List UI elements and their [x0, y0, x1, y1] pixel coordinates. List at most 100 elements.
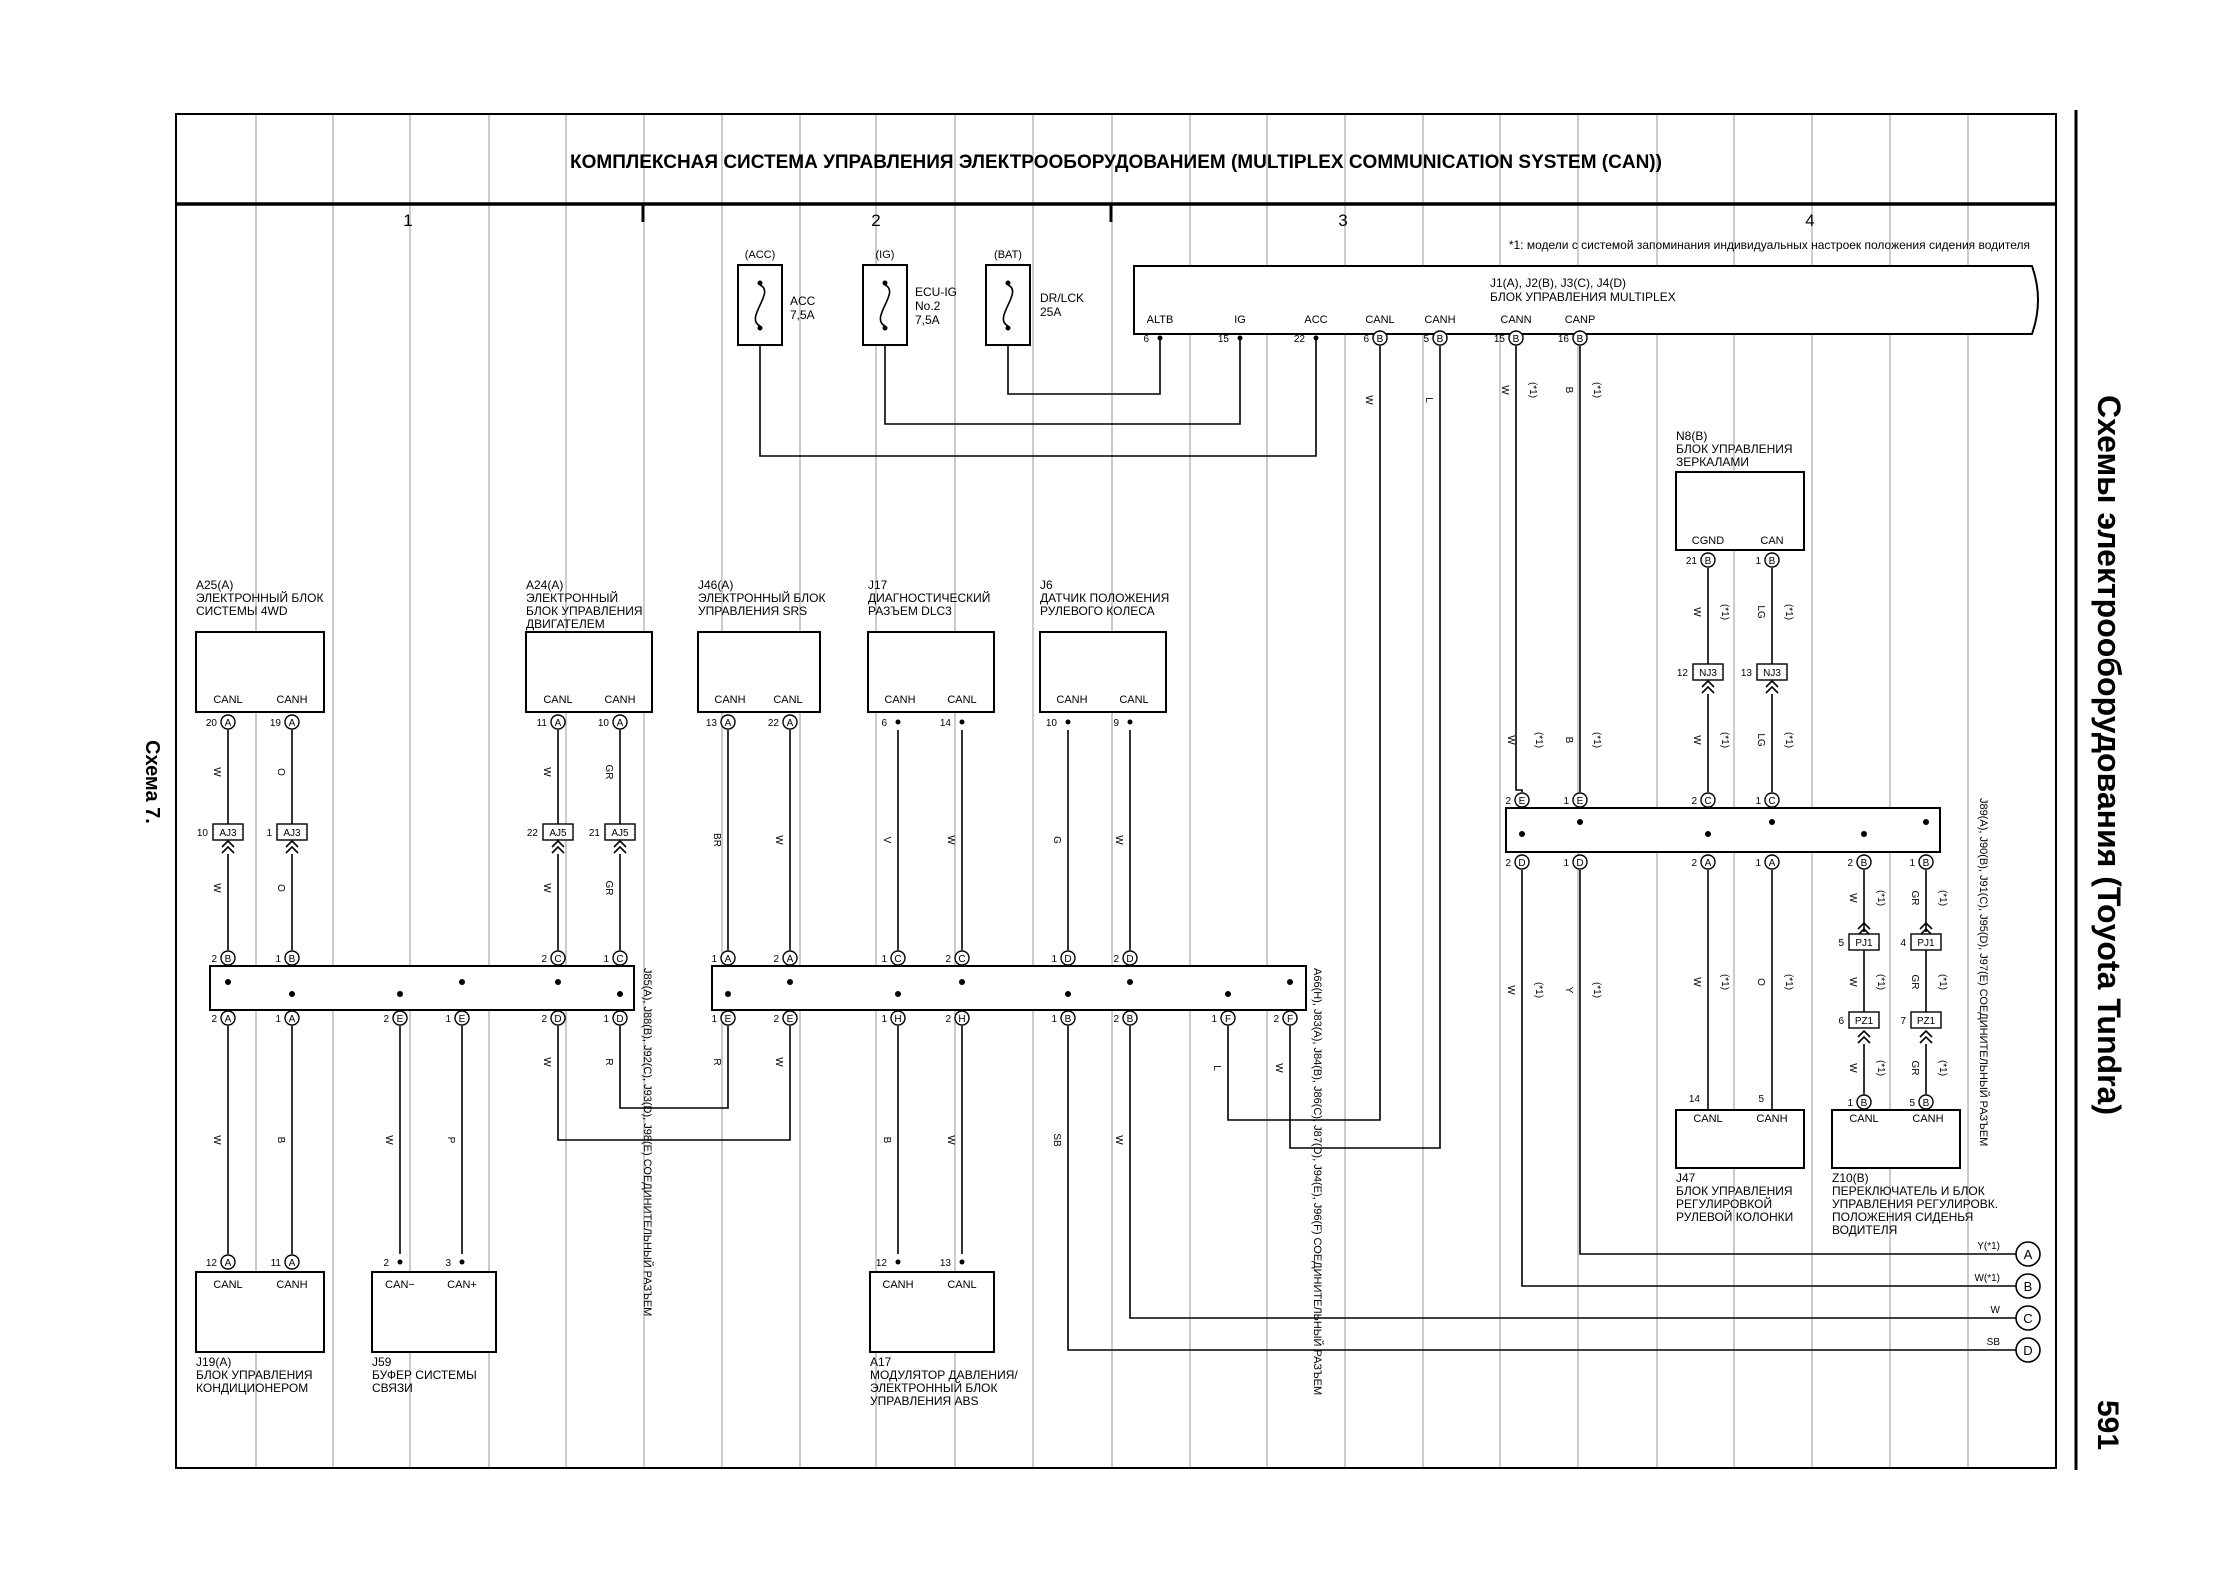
junction-splice	[1065, 991, 1071, 997]
wire-color: R	[603, 1058, 614, 1065]
mirror-inline-chevron-a	[1765, 679, 1779, 688]
wire-note: (*1)	[1527, 382, 1538, 398]
multiplex-pin-pin-number: 6	[1363, 334, 1369, 345]
multiplex-pin-pin-number: 22	[1294, 334, 1306, 345]
junction-bottom-pin-pin-number: 2	[1691, 858, 1697, 869]
output-marker	[2015, 1337, 2041, 1363]
wire-color: O	[275, 768, 286, 776]
multiplex-pin-terminal	[1372, 330, 1388, 346]
junction-splice	[1577, 819, 1583, 825]
mirror-inline-chevron-b	[1765, 685, 1779, 694]
component-box	[195, 631, 325, 713]
j47-name-2: РЕГУЛИРОВКОЙ	[1676, 1196, 1772, 1211]
lower-pin-terminal	[959, 1259, 965, 1265]
fuse-acc-name: ACC	[790, 294, 816, 308]
component-pin-label: CANL	[213, 694, 242, 706]
wire-ig	[884, 338, 1241, 425]
inline-chevron-a	[221, 839, 235, 848]
multiplex-pin-terminal-letter: B	[1437, 334, 1444, 345]
junction-top-pin-pin-number: 1	[881, 954, 887, 965]
component-name: БЛОК УПРАВЛЕНИЯ	[526, 604, 643, 618]
component-pin-label: CANL	[1119, 694, 1148, 706]
output-marker	[2015, 1305, 2041, 1331]
wire-note: (*1)	[1783, 604, 1794, 620]
z10-inline-connector	[1848, 1011, 1880, 1029]
wire-note: (*1)	[1783, 732, 1794, 748]
diagram-frame	[175, 113, 2057, 1469]
junction-top-pin-terminal-letter: E	[1519, 796, 1526, 807]
junction-bottom-pin-terminal-letter: H	[894, 1014, 901, 1025]
inline-chevron-a	[613, 839, 627, 848]
junction-bottom-pin-terminal	[612, 1010, 628, 1026]
z10-box	[1831, 1109, 1961, 1169]
mirror-pin-pin-number: 1	[1755, 556, 1761, 567]
mirror-pin-1: CGND	[1692, 535, 1724, 547]
wire-color: W	[945, 1135, 956, 1145]
junction-splice	[397, 991, 403, 997]
junction-left-box	[209, 965, 635, 1011]
wire-color: LG	[1755, 733, 1766, 747]
junction-bottom-pin-terminal	[1282, 1010, 1298, 1026]
component-code: J59	[372, 1355, 392, 1369]
wire-color: P	[445, 1137, 456, 1144]
inline-pin-number: 4	[1900, 938, 1906, 949]
junction-top-pin-terminal	[720, 950, 736, 966]
junction-bottom-pin-pin-number: 2	[1847, 858, 1853, 869]
upper-pin-pin-number: 6	[881, 718, 887, 729]
junction-splice	[959, 979, 965, 985]
junction-top-pin-terminal-letter: C	[958, 954, 965, 965]
junction-bottom-pin-terminal	[1060, 1010, 1076, 1026]
upper-pin-pin-number: 19	[270, 718, 282, 729]
component-pin-label: CANH	[714, 694, 745, 706]
j47-code: J47	[1676, 1171, 1696, 1185]
junction-splice	[1705, 831, 1711, 837]
upper-pin-terminal	[959, 719, 965, 725]
component-pin-label: CAN+	[447, 1279, 477, 1291]
junction-bottom-pin-terminal	[1856, 854, 1872, 870]
grid-lines	[255, 115, 1969, 1467]
component-pin-label: CANL	[773, 694, 802, 706]
mirror-unit-box	[1675, 471, 1805, 551]
output-wire	[1067, 1026, 2016, 1351]
junction-bottom-pin-pin-number: 2	[773, 1014, 779, 1025]
fuse-bat-contact-bottom	[1005, 325, 1011, 331]
wire-color: W	[1499, 385, 1510, 395]
junction-bottom-pin-terminal	[1764, 854, 1780, 870]
junction-bottom-pin-pin-number: 1	[603, 1014, 609, 1025]
output-wire-label: W	[1991, 1305, 2001, 1316]
page-number: 591	[2091, 1400, 2124, 1451]
component-name: УПРАВЛЕНИЯ ABS	[870, 1394, 979, 1408]
j47-pin-number: 14	[1689, 1094, 1701, 1105]
junction-splice	[289, 991, 295, 997]
upper-pin-pin-number: 9	[1113, 718, 1119, 729]
wire-note: (*1)	[1875, 1060, 1886, 1076]
wire-color: Y	[1563, 987, 1574, 994]
wire-color: L	[1211, 1065, 1222, 1071]
j47-box	[1675, 1109, 1805, 1169]
z10-pin-terminal-letter: B	[1861, 1098, 1868, 1109]
wire-color: B	[881, 1137, 892, 1144]
wire-color: W	[1363, 395, 1374, 405]
component-name: СВЯЗИ	[372, 1381, 413, 1395]
junction-bottom-pin-pin-number: 1	[1563, 858, 1569, 869]
wire-note: (*1)	[1591, 382, 1602, 398]
junction-bottom-pin-terminal-letter: E	[397, 1014, 404, 1025]
inline-pin-number: 1	[266, 828, 272, 839]
component-code: A25(A)	[196, 578, 233, 592]
upper-pin-pin-number: 13	[706, 718, 718, 729]
output-wire-label: Y(*1)	[1977, 1241, 2000, 1252]
wire-note: (*1)	[1937, 890, 1948, 906]
wire-color: W	[541, 767, 552, 777]
junction-top-pin-pin-number: 2	[773, 954, 779, 965]
junction-bottom-pin-terminal	[1918, 854, 1934, 870]
inline-chevron-b	[613, 845, 627, 854]
junction-top-pin-terminal	[1700, 792, 1716, 808]
wire-color: B	[1563, 737, 1574, 744]
wire-color: W	[1273, 1063, 1284, 1073]
wire-color: W	[773, 835, 784, 845]
wire-color: W	[773, 1057, 784, 1067]
junction-bottom-pin-terminal-letter: B	[1861, 858, 1868, 869]
component-name: РУЛЕВОГО КОЛЕСА	[1040, 604, 1155, 618]
wire-note: (*1)	[1875, 890, 1886, 906]
